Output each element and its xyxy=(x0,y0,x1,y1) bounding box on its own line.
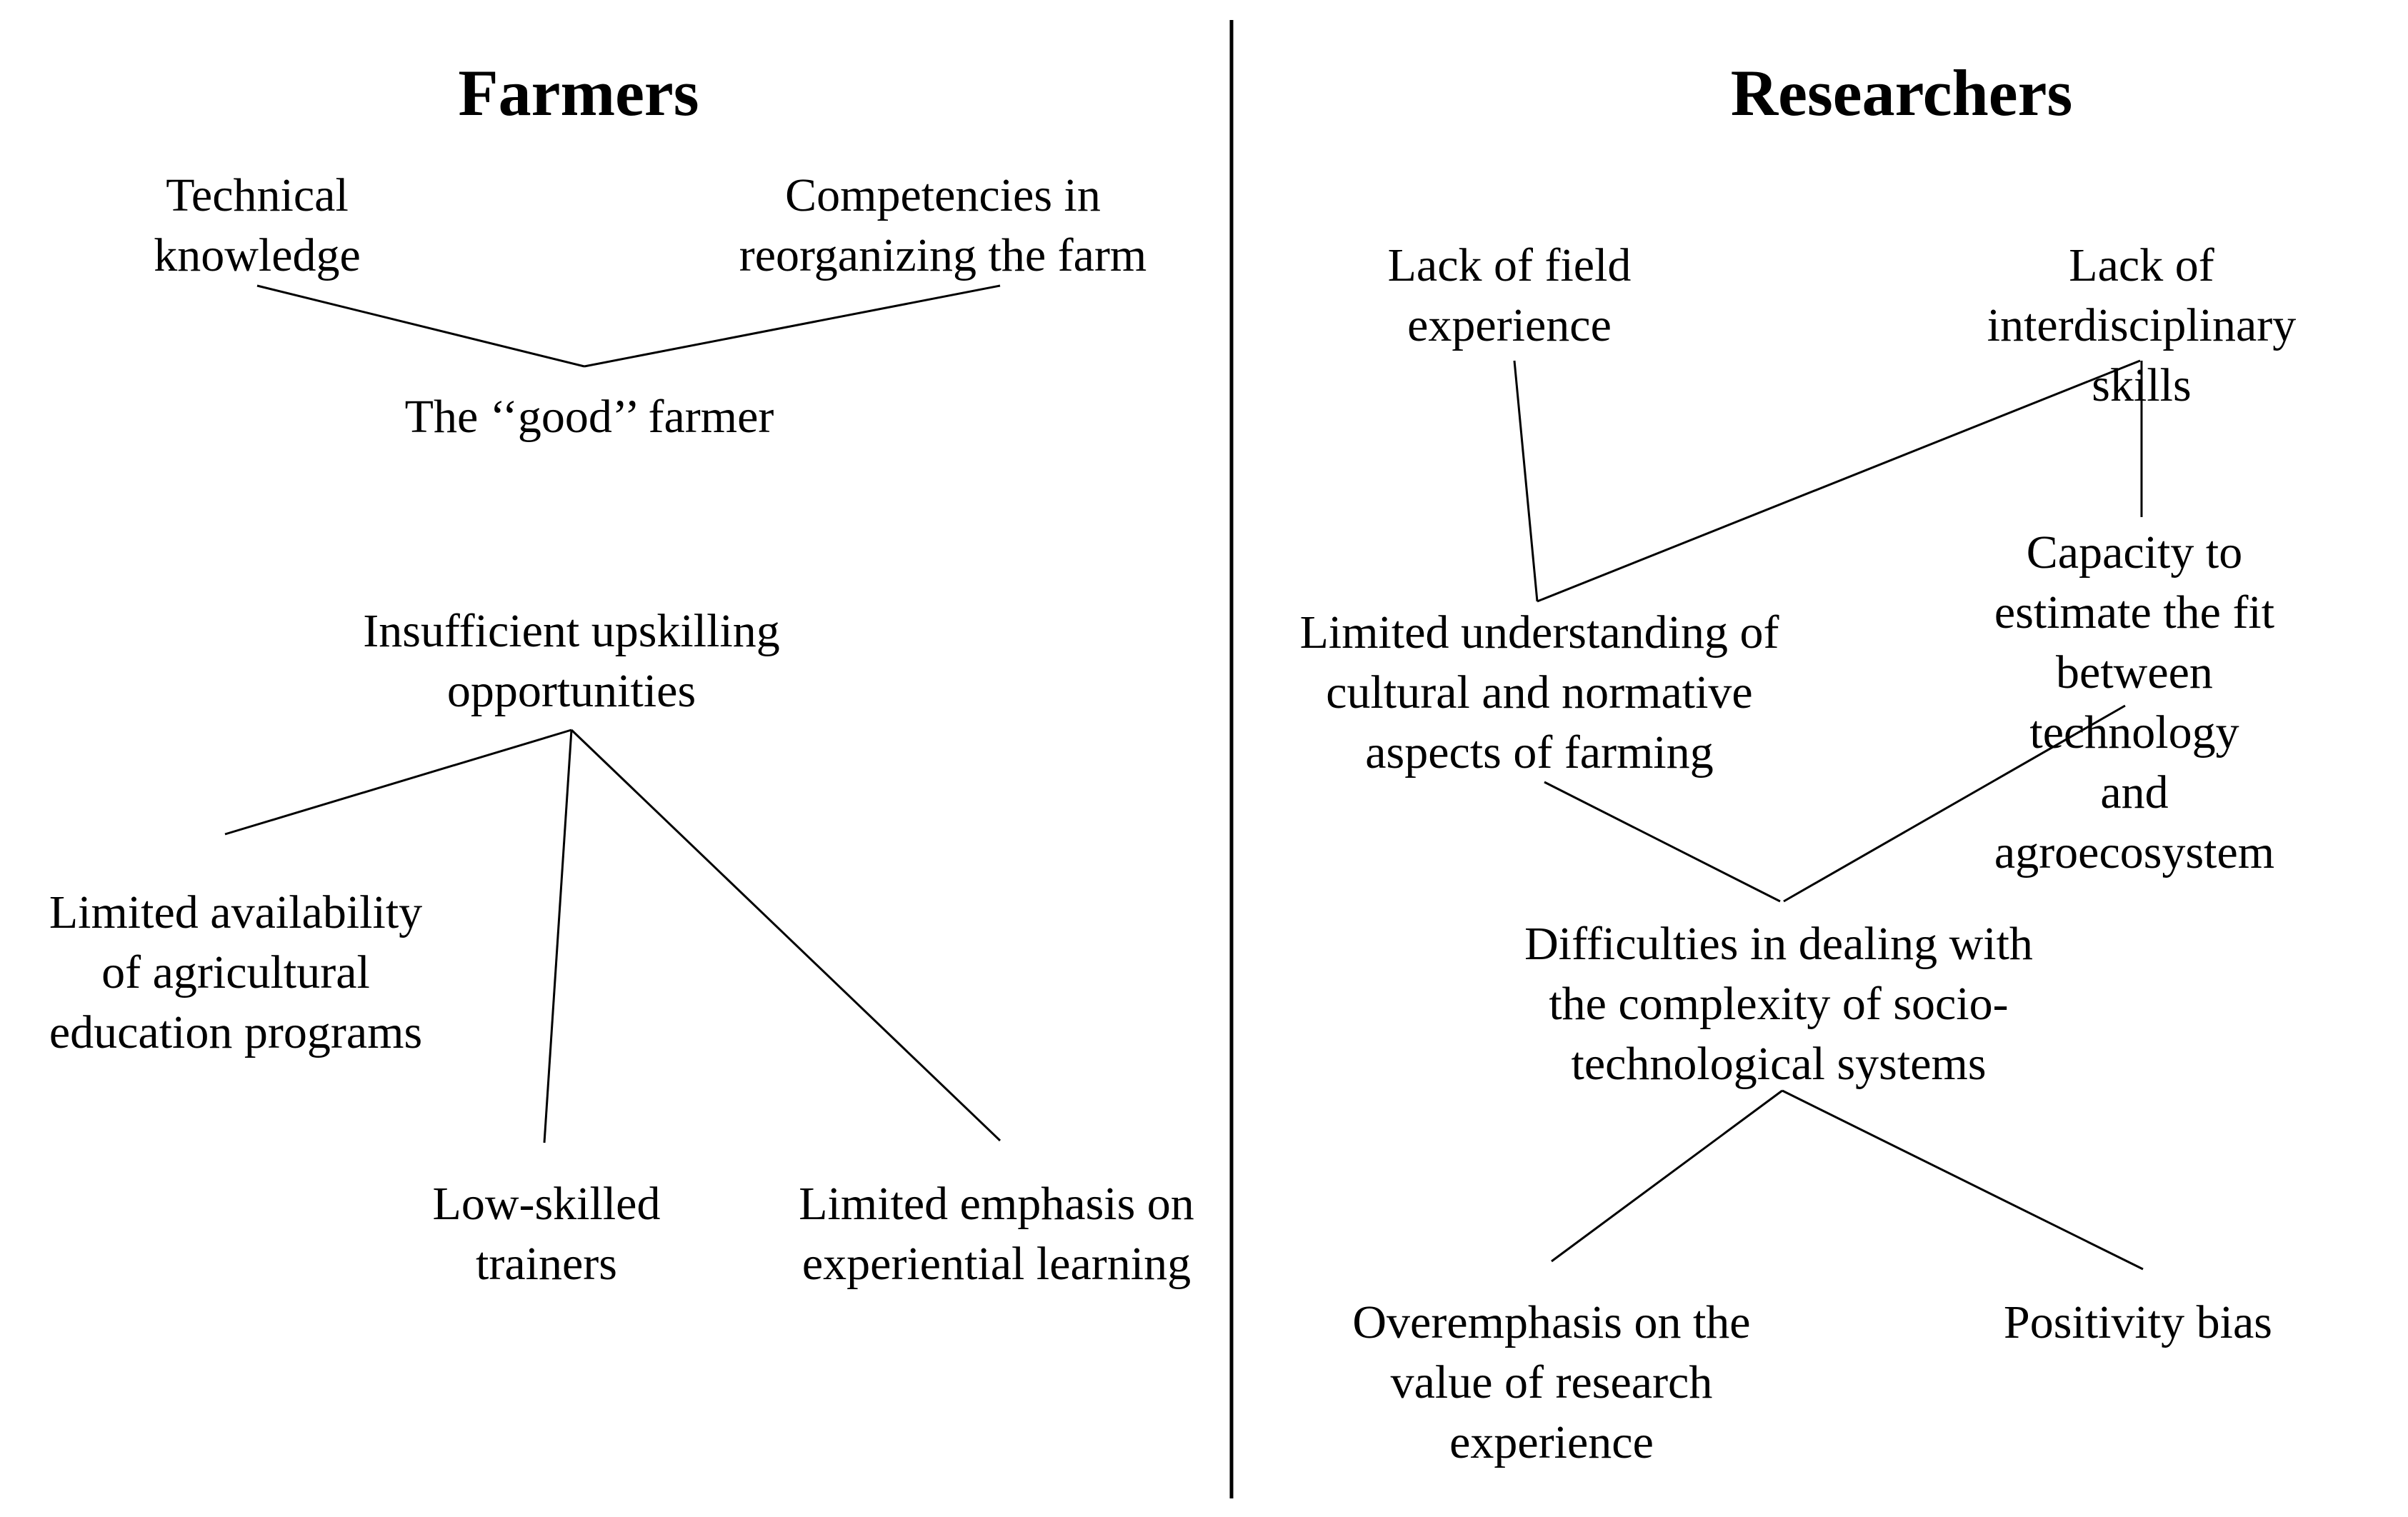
edge-limited-understanding-to-lack-interdisciplinary xyxy=(1537,359,2141,603)
edge-insufficient-to-limited-availability xyxy=(224,729,572,836)
node-difficulties-complexity: Difficulties in dealing with the complex… xyxy=(1524,918,2033,1090)
edge-difficulties-to-overemphasis xyxy=(1551,1089,1783,1263)
node-lack-field-experience: Lack of field experience xyxy=(1387,239,1632,351)
node-capacity-fit: Capacity to estimate the fit between tec… xyxy=(1994,526,2275,878)
node-limited-understanding: Limited understanding of cultural and no… xyxy=(1299,606,1779,778)
node-insufficient-upskilling: Insufficient upskilling opportunities xyxy=(363,605,780,717)
node-lack-interdisciplinary: Lack of interdisciplinary skills xyxy=(1987,239,2297,411)
edge-capacity-to-difficulties xyxy=(1783,704,2126,903)
node-limited-availability: Limited availability of agricultural edu… xyxy=(49,886,423,1058)
edge-difficulties-to-positivity xyxy=(1782,1089,2144,1271)
node-competencies-reorganizing: Competencies in reorganizing the farm xyxy=(739,169,1147,281)
panel-title-researchers: Researchers xyxy=(1730,56,2073,129)
edge-technical-to-good-farmer xyxy=(256,284,585,368)
node-positivity-bias: Positivity bias xyxy=(2004,1296,2272,1348)
node-overemphasis-research: Overemphasis on the value of research ex… xyxy=(1352,1296,1751,1468)
node-low-skilled-trainers: Low-skilled trainers xyxy=(432,1178,661,1290)
edge-limited-understanding-to-difficulties xyxy=(1544,781,1781,903)
node-limited-emphasis: Limited emphasis on experiential learnin… xyxy=(799,1178,1194,1290)
edge-insufficient-to-limited-emphasis xyxy=(570,729,1001,1142)
node-technical-knowledge: Technical knowledge xyxy=(154,169,361,281)
edge-competencies-to-good-farmer xyxy=(584,284,1001,368)
edge-lack-field-to-limited-understanding xyxy=(1513,360,1539,602)
edge-insufficient-to-low-skilled xyxy=(543,729,573,1143)
panel-title-farmers: Farmers xyxy=(458,56,699,129)
node-good-farmer: The ‘‘good’’ farmer xyxy=(404,391,774,443)
